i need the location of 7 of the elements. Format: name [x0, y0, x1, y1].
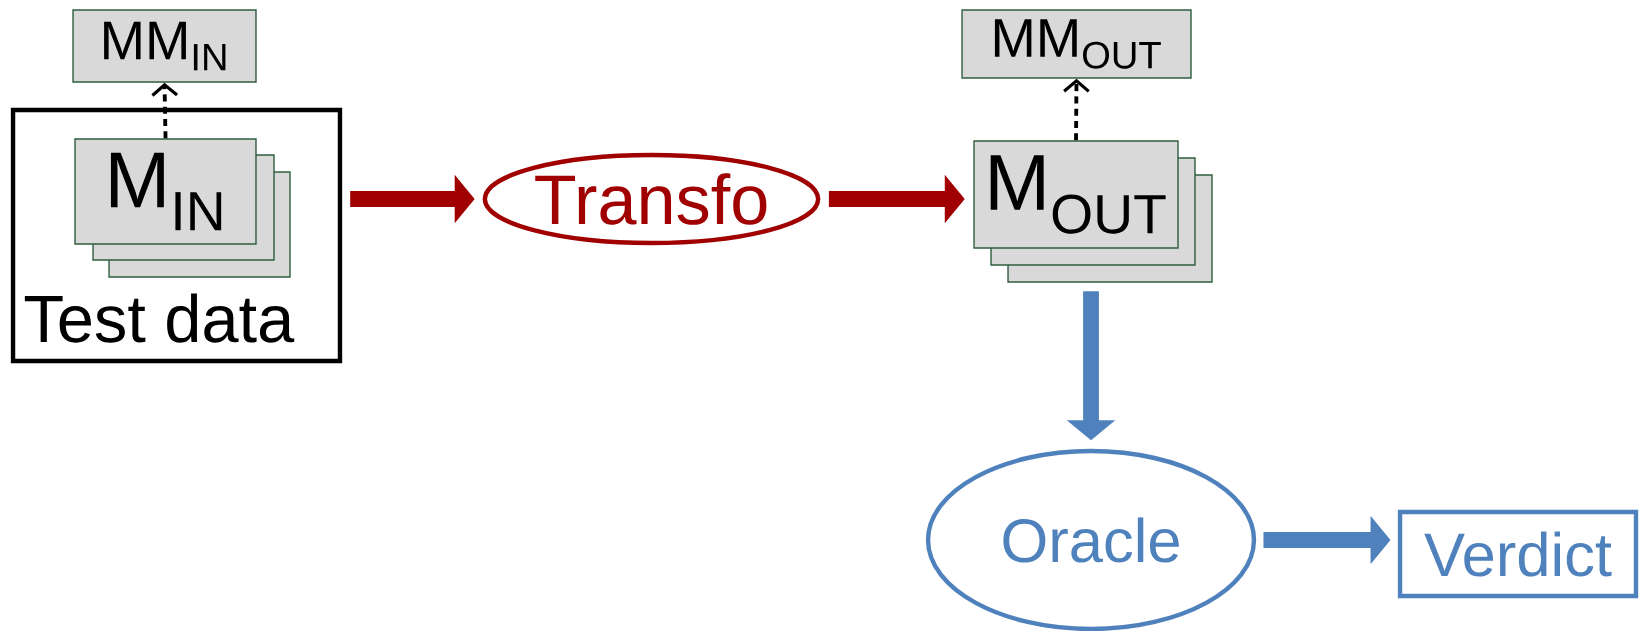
metamodel-box: MM$_{IN}$ — [72, 9, 257, 83]
model-box: M$_{IN}$ — [74, 138, 257, 245]
model-box: M$_{OUT}$ — [973, 140, 1179, 249]
dashed-arrow — [1063, 78, 1090, 141]
verdict-box: Verdict — [1397, 509, 1639, 599]
metamodel-box: MM$_{OUT}$ — [961, 9, 1192, 79]
dashed-arrow — [151, 82, 179, 139]
